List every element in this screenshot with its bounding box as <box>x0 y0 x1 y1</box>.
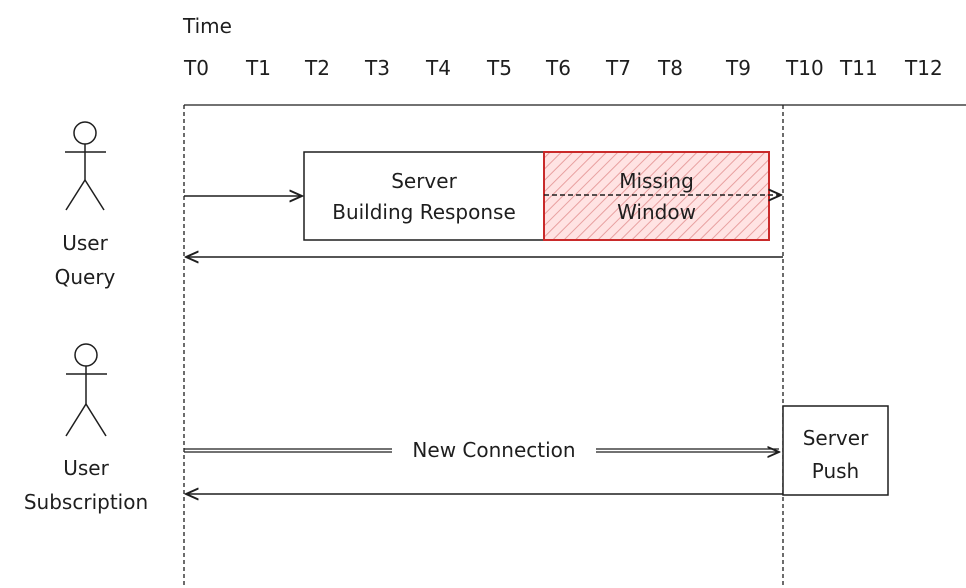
time-tick-t12: T12 <box>905 56 943 80</box>
user-subscription-figure-icon <box>65 343 107 437</box>
user-query-label-line2: Query <box>54 265 116 289</box>
server-push-box <box>782 405 889 496</box>
time-tick-t11: T11 <box>840 56 878 80</box>
time-tick-t7: T7 <box>606 56 631 80</box>
server-push-label-line2: Push <box>811 459 860 483</box>
time-tick-t4: T4 <box>426 56 451 80</box>
server-building-label-line2: Building Response <box>332 200 516 224</box>
user-query-figure-icon <box>65 121 106 211</box>
time-tick-t6: T6 <box>546 56 571 80</box>
user-subscription-label-line2: Subscription <box>23 490 149 514</box>
user-subscription-label: User Subscription <box>0 451 172 519</box>
user-query-label-line1: User <box>62 231 108 255</box>
user-query-label: User Query <box>40 226 130 294</box>
server-push-label: Server Push <box>783 422 888 488</box>
new-connection-label: New Connection <box>392 438 596 462</box>
time-tick-t1: T1 <box>246 56 271 80</box>
server-building-label: Server Building Response <box>304 166 544 228</box>
time-title: Time <box>183 14 232 38</box>
missing-window-label-line2: Window <box>617 200 696 224</box>
time-tick-t8: T8 <box>658 56 683 80</box>
time-tick-t2: T2 <box>305 56 330 80</box>
missing-window-label: Missing Window <box>544 166 769 228</box>
user-subscription-label-line1: User <box>63 456 109 480</box>
server-building-box <box>303 151 545 241</box>
missing-window-box <box>543 151 770 241</box>
server-building-label-line1: Server <box>391 169 457 193</box>
server-push-label-line1: Server <box>802 426 869 450</box>
time-tick-t3: T3 <box>365 56 390 80</box>
time-tick-t0: T0 <box>184 56 209 80</box>
time-tick-t5: T5 <box>487 56 512 80</box>
time-tick-t10: T10 <box>786 56 824 80</box>
time-tick-t9: T9 <box>726 56 751 80</box>
missing-window-label-line1: Missing <box>619 169 694 193</box>
